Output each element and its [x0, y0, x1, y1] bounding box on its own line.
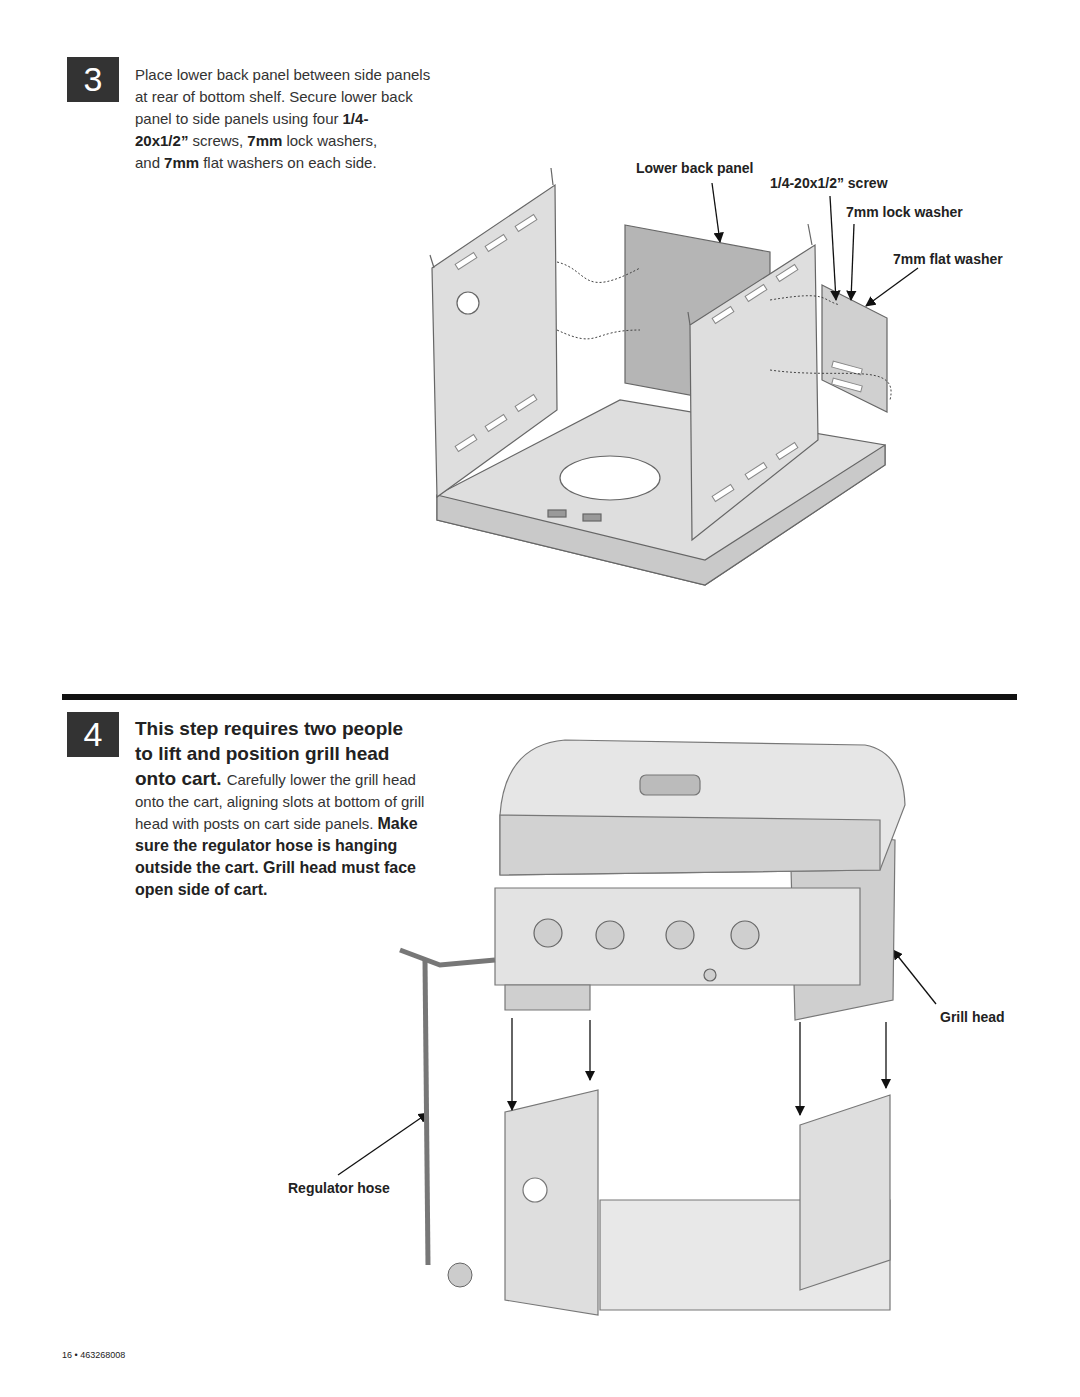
- control-knobs: [534, 919, 759, 981]
- part-label: 1/4-20x1/2” screw: [770, 175, 888, 191]
- instruction-segment: screws,: [192, 132, 243, 149]
- part-label: 7mm flat washer: [893, 251, 1003, 267]
- assembly-lines: [557, 262, 891, 400]
- divider: [62, 694, 1017, 700]
- part-label: Lower back panel: [636, 160, 753, 176]
- instruction-segment: 7mm: [247, 132, 282, 149]
- cart-frame: [430, 168, 887, 585]
- regulator-valve: [448, 1263, 472, 1287]
- step-number-box: 4: [67, 712, 119, 757]
- page-footer: 16 • 463268008: [62, 1350, 125, 1360]
- part-label: 7mm lock washer: [846, 204, 963, 220]
- grill-head: [495, 740, 905, 1020]
- step-number-box: 3: [67, 57, 119, 102]
- instruction-segment: 7mm: [164, 154, 199, 171]
- instruction-text: Place lower back panel between side pane…: [135, 64, 435, 174]
- instruction-segment: flat washers on each side.: [203, 154, 376, 171]
- vent-slots: [455, 214, 862, 501]
- part-label: Regulator hose: [288, 1180, 390, 1196]
- regulator-hose: [400, 950, 495, 1265]
- step-number: 4: [84, 715, 103, 754]
- step-number: 3: [84, 60, 103, 99]
- part-label: Grill head: [940, 1009, 1005, 1025]
- placement-arrows: [512, 1018, 886, 1115]
- instruction-text: This step requires two people to lift an…: [135, 716, 425, 901]
- instruction-segment: Place lower back panel between side pane…: [135, 66, 430, 127]
- cart: [505, 1090, 890, 1315]
